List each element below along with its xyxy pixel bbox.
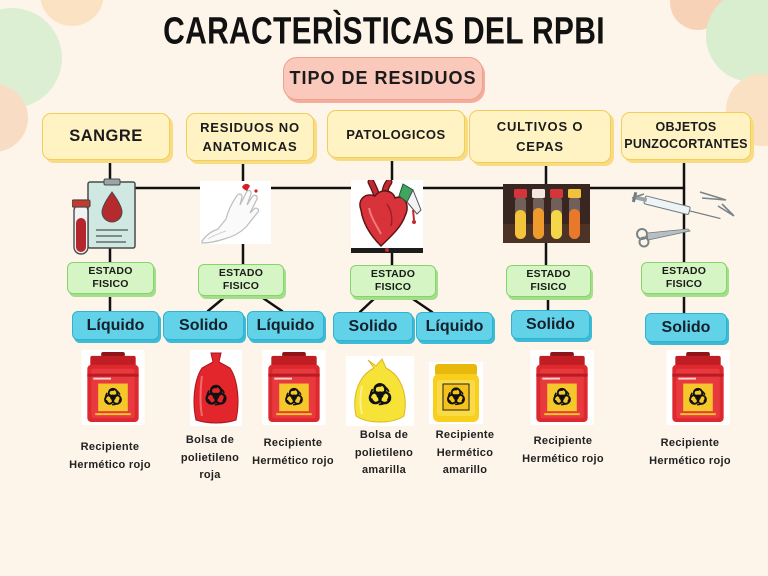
- syringe-scissors-icon: [631, 191, 735, 248]
- category-box: PATOLOGICOS: [327, 110, 465, 158]
- category-box: CULTIVOS O CEPAS: [469, 110, 611, 163]
- decor-circle: [0, 8, 62, 108]
- container-label: Bolsa de polietileno roja: [180, 434, 240, 481]
- decor-circle: [0, 84, 28, 152]
- test-tubes-icon: [503, 184, 590, 243]
- red-hermetic-container-icon: [80, 350, 146, 425]
- category-box: RESIDUOS NO ANATOMICAS: [186, 113, 314, 161]
- container-label: Bolsa de polietileno amarilla: [354, 429, 414, 476]
- red-bag-icon: [190, 350, 242, 426]
- state-liquido: Líquido: [416, 312, 493, 341]
- red-hermetic-container-icon: [262, 350, 326, 425]
- red-hermetic-container-icon: [530, 350, 594, 425]
- state-solido: Solido: [333, 312, 413, 341]
- decor-circle: [40, 0, 104, 26]
- estado-fisico-box: ESTADO FISICO: [67, 262, 154, 294]
- connector-residuos-liquido: [258, 294, 284, 313]
- estado-fisico-box: ESTADO FISICO: [198, 264, 284, 296]
- state-solido: Solido: [645, 313, 727, 342]
- connector-patologicos-solido: [358, 295, 378, 314]
- decor-circle: [706, 0, 768, 82]
- container-label: Recipiente Hermético rojo: [522, 435, 604, 465]
- container-label: Recipiente Hermético amarillo: [435, 429, 495, 476]
- blood-sample-icon: [72, 178, 136, 255]
- container-label: Recipiente Hermético rojo: [252, 437, 334, 467]
- estado-fisico-box: ESTADO FISICO: [506, 265, 591, 297]
- container-label: Recipiente Hermético rojo: [69, 441, 151, 471]
- estado-fisico-box: ESTADO FISICO: [641, 262, 727, 294]
- yellow-bag-icon: [346, 356, 414, 426]
- connector-patologicos-liquido: [408, 295, 434, 314]
- red-hermetic-container-icon: [665, 350, 731, 425]
- category-box: OBJETOS PUNZOCORTANTES: [621, 112, 751, 160]
- estado-fisico-box: ESTADO FISICO: [350, 265, 436, 297]
- page-title: CARACTERÌSTICAS DEL RPBI: [163, 10, 605, 53]
- state-liquido: Líquido: [247, 311, 324, 340]
- state-solido: Solido: [511, 310, 590, 339]
- waste-type-header: TIPO DE RESIDUOS: [283, 57, 483, 100]
- state-liquido: Líquido: [72, 311, 159, 340]
- container-label: Recipiente Hermético rojo: [649, 437, 731, 467]
- state-solido: Solido: [163, 311, 244, 340]
- yellow-hermetic-container-icon: [429, 362, 483, 424]
- category-box: SANGRE: [42, 113, 170, 160]
- connector-residuos-solido: [206, 294, 228, 313]
- anatomical-heart-icon: [351, 180, 423, 253]
- glove-icon: [200, 181, 271, 244]
